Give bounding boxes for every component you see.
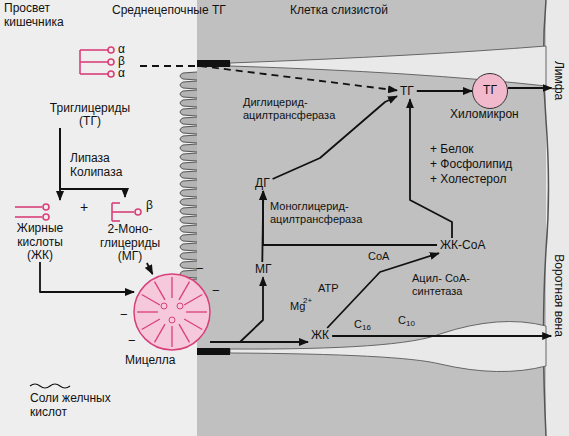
node-text: Лимфа — [552, 60, 565, 99]
label-text: Среднецепочные ТГ — [112, 4, 226, 18]
tight-junction — [197, 348, 230, 355]
label-text: Просвет кишечника — [4, 2, 86, 30]
label-text: C — [354, 318, 362, 331]
node-text: ТГ — [400, 85, 414, 98]
arrow-connector — [417, 90, 472, 92]
micelle — [134, 274, 210, 350]
arrow-connector — [210, 277, 263, 342]
arrow-connector — [262, 191, 263, 262]
monoglyceride-symbol — [112, 203, 141, 221]
arrow-connector — [147, 263, 153, 274]
label-text: Ацил- СоА-синтетаза — [412, 272, 502, 297]
label-text: + Холестерол — [430, 173, 506, 187]
node-text: 2-Моно- глицериды (МГ) — [95, 223, 165, 263]
text-node: ЖК — [308, 328, 332, 343]
text-node: Лимфа — [552, 58, 565, 101]
text-node: ДГ — [252, 176, 273, 191]
arrow-connector — [210, 341, 308, 343]
label-text: + Белок — [430, 143, 474, 157]
text-node: МГ — [252, 262, 275, 277]
cell-body — [197, 0, 546, 436]
vessel-space — [546, 0, 569, 436]
label-text: 2+ — [303, 296, 312, 305]
fatty-acid-symbol — [15, 204, 49, 220]
label-text: ATP — [318, 282, 339, 295]
node-text: Жирные кислоты (ЖК) — [5, 222, 75, 262]
node-text: Триглицериды (ТГ) — [40, 102, 140, 128]
label-text: − — [120, 308, 128, 323]
chylomicron-circle: ТГ — [472, 73, 508, 109]
arrow-connector — [40, 262, 134, 292]
label-text: CoA — [368, 250, 389, 263]
label-text: C — [398, 314, 406, 327]
node-text: Мицелла — [125, 354, 175, 367]
label-text: α — [118, 67, 125, 81]
label-text: Липаза Колипаза — [70, 152, 140, 180]
label-text: − — [212, 284, 220, 299]
text-node: Триглицериды (ТГ) — [40, 44, 140, 128]
label-text: + Фосфолипид — [430, 158, 512, 172]
label-text: Соли желчных кислот — [30, 392, 130, 420]
text-node: Воротная вена — [551, 252, 564, 339]
bile-salt-symbol — [30, 384, 70, 388]
label-text: − — [128, 334, 136, 349]
text-node: Жирные кислоты (ЖК) — [5, 200, 75, 262]
node-text: Воротная вена — [551, 254, 564, 337]
label-text: 16 — [362, 323, 371, 332]
arrow-connector — [332, 335, 551, 337]
label-text: + — [80, 199, 88, 215]
text-node: ЖК-СоА — [437, 238, 488, 253]
label-text: Диглицерид- ацилтрансфераза — [243, 96, 343, 121]
node-text: ЖК-СоА — [440, 239, 485, 252]
label-text: Моноглицерид- ацилтрансфераза — [270, 200, 378, 225]
intercellular-space — [230, 322, 546, 372]
label-text: Mg — [290, 300, 305, 313]
arrow-connector — [508, 87, 552, 89]
micelle-node: Мицелла — [134, 274, 210, 350]
node-text: ТГ — [483, 84, 497, 97]
node-text: ДГ — [255, 177, 270, 190]
label-text: β — [146, 199, 153, 213]
node-text: МГ — [255, 263, 272, 276]
label-text: − — [196, 262, 204, 277]
label-text: 10 — [406, 319, 415, 328]
arrow-connector — [140, 66, 397, 90]
label-text: Хиломикрон — [450, 108, 519, 122]
label-text: Клетка слизистой — [290, 4, 388, 18]
text-node: 2-Моно- глицериды (МГ) — [95, 197, 165, 263]
text-node: ТГ — [397, 84, 417, 99]
node-text: ЖК — [311, 329, 329, 342]
triglyceride-symbol — [80, 47, 114, 77]
